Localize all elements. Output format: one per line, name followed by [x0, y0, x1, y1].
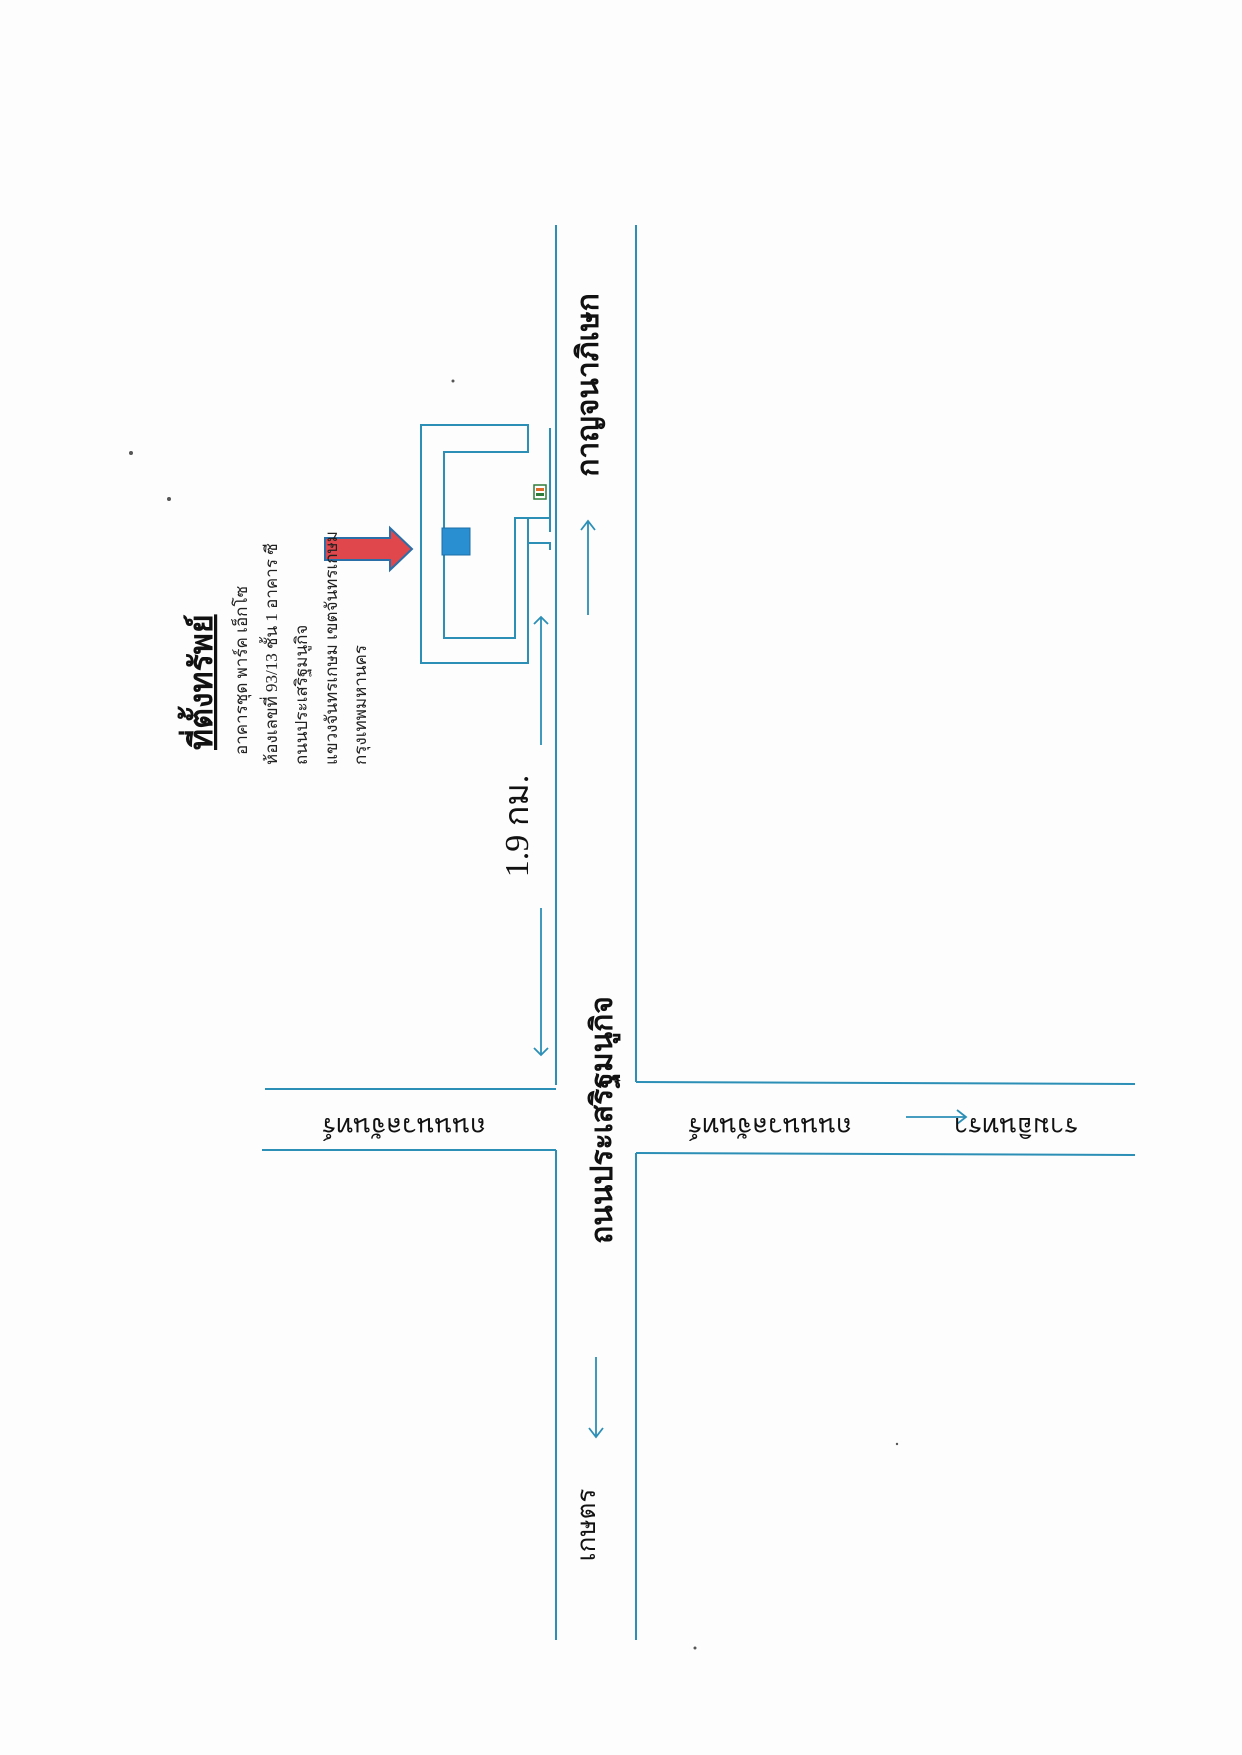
- scan-speck: [693, 1646, 697, 1650]
- road-label-main: ถนนประเสริฐมนูกิจ: [586, 996, 622, 1244]
- distance-label: 1.9 กม.: [499, 775, 536, 878]
- convenience-store-icon: [533, 484, 547, 500]
- cross-road-bottom-right: [635, 1152, 1136, 1156]
- location-line-4: แขวงจันทรเกษม เขตจันทรเกษม: [322, 531, 341, 765]
- road-label-toward-kaset: เกษตร: [572, 1489, 601, 1562]
- road-label-toward-ramintra: รามอินทรา: [954, 1112, 1079, 1141]
- cross-road-top-right: [635, 1081, 1136, 1085]
- location-line-1: อาคารชุด พาร์ค เอ็กโซ: [230, 586, 252, 755]
- scan-speck: [129, 451, 133, 455]
- scan-speck: [167, 497, 171, 501]
- direction-arrow-ramintra: [906, 1109, 968, 1125]
- road-label-cross-right: ถนนนวลจันทร์: [688, 1112, 852, 1141]
- road-label-kanchanaphisek: กาญจนาภิเษก: [572, 293, 606, 476]
- property-marker-icon: [441, 527, 471, 556]
- red-pointer-arrow-icon: [324, 525, 414, 573]
- location-line-2: ห้องเลขที่ 93/13 ชั้น 1 อาคาร ซี: [259, 543, 281, 765]
- scan-speck: [451, 379, 455, 383]
- location-line-3: ถนนประเสริฐมนูกิจ: [292, 625, 312, 765]
- direction-arrow-down-kaset: [588, 1357, 604, 1439]
- location-title: ที่ตั้งทรัพย์: [177, 614, 219, 750]
- location-line-5: กรุงเทพมหานคร: [351, 645, 371, 765]
- distance-indicator: [533, 615, 549, 1057]
- road-label-cross-left: ถนนนวลจันทร์: [322, 1112, 486, 1141]
- direction-arrow-down-near-store: [580, 519, 596, 615]
- property-building: [420, 424, 551, 664]
- scan-speck: [895, 1442, 899, 1446]
